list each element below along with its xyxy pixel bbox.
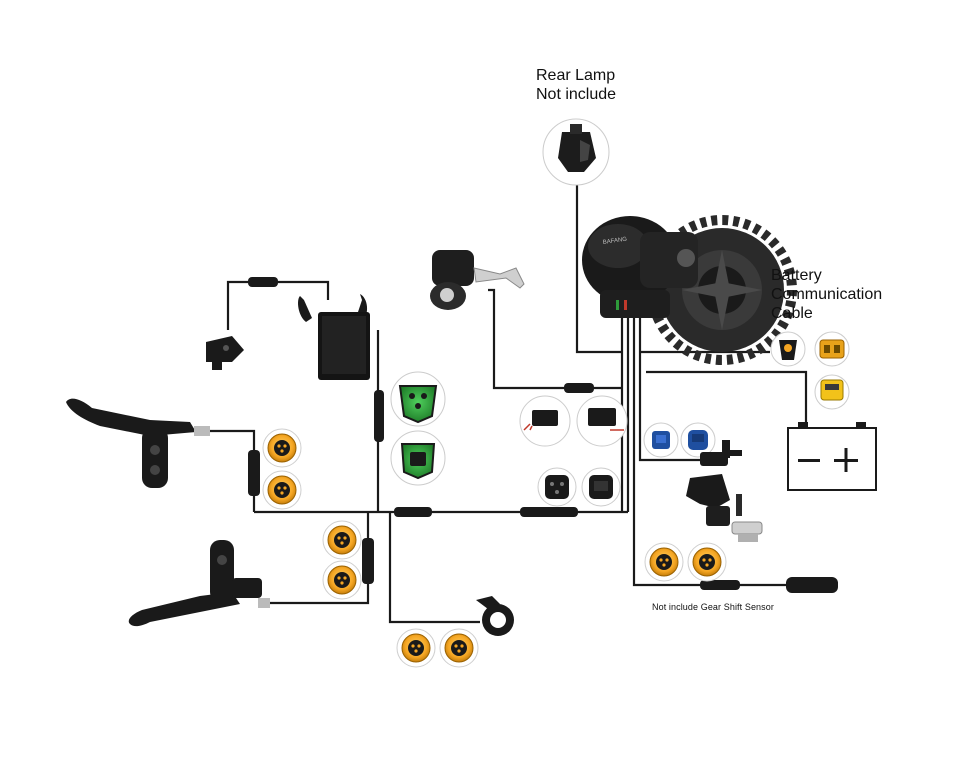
battery-communication-connector	[770, 331, 806, 367]
black-harness-connectors	[537, 467, 621, 507]
rear-lamp-label-line1: Rear Lamp	[536, 67, 616, 84]
speed-sensor-icon	[643, 422, 742, 466]
rear-lamp-label-line2: Not include	[536, 86, 617, 104]
battery-cable	[640, 350, 808, 428]
battery-label-line1: Battery	[771, 267, 822, 284]
throttle-icon	[476, 596, 514, 636]
green-connectors	[390, 371, 446, 486]
throttle-connectors	[396, 628, 479, 668]
rear-lamp-label: Rear Lamp Not include	[536, 66, 616, 104]
inline-connectors	[248, 277, 838, 593]
battery-power-connector	[814, 331, 850, 410]
throttle-cable	[388, 512, 480, 624]
remote-button-icon	[206, 336, 244, 370]
remote-cable	[226, 280, 330, 330]
gear-sensor-note: Not include Gear Shift Sensor	[652, 602, 774, 612]
front-light-icon	[430, 250, 525, 310]
red-wire-connector	[519, 395, 628, 447]
gear-shift-sensor-icon	[686, 474, 763, 542]
front-light-cable	[488, 288, 622, 390]
rear-lamp-icon	[542, 118, 610, 186]
motor-brand-label: BAFANG	[602, 237, 627, 246]
rear-lamp-cable	[575, 183, 622, 354]
battery-icon	[787, 422, 877, 491]
brake-connectors	[262, 428, 362, 600]
brake-lever-icon	[66, 398, 270, 627]
battery-label-line3: Cable	[771, 305, 813, 323]
gear-sensor-connectors	[644, 542, 727, 582]
battery-label-line2: Communication	[771, 286, 883, 304]
battery-label: Battery Communication Cable	[771, 266, 882, 324]
brake-1-cable	[210, 429, 256, 512]
display-icon	[298, 294, 370, 380]
motor-icon: BAFANG	[582, 216, 698, 318]
